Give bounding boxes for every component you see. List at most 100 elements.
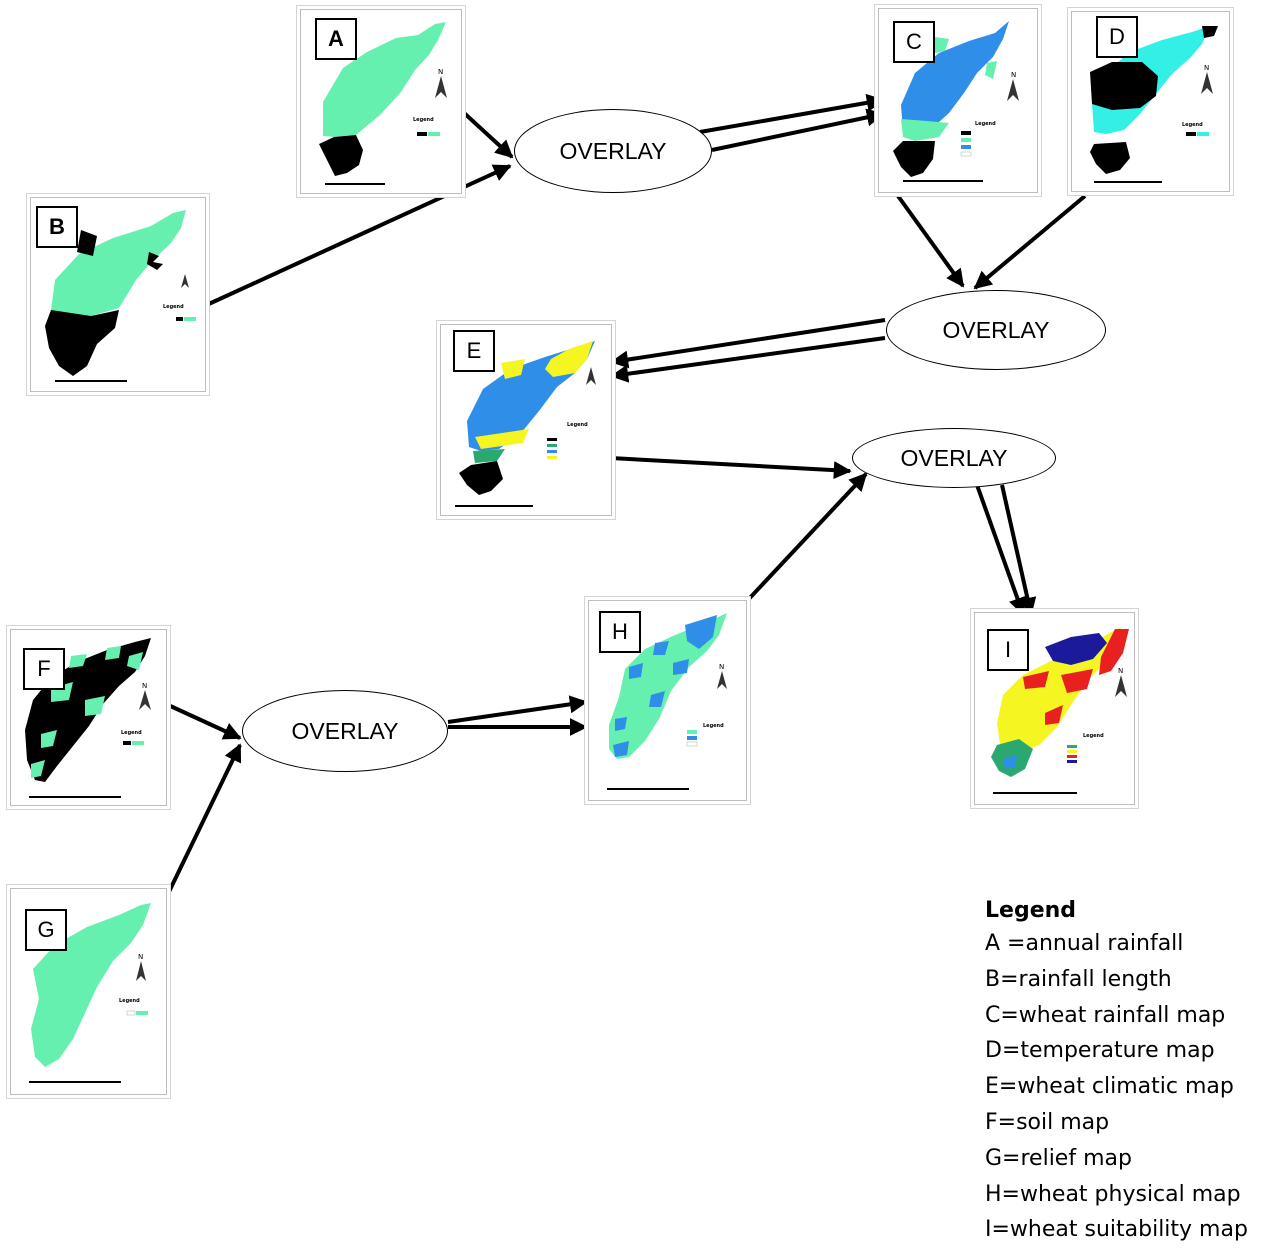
- map-a-label: A: [315, 18, 357, 60]
- map-e-label: E: [453, 330, 495, 372]
- map-d-temperature: N Legend D: [1071, 11, 1230, 192]
- north-arrow-icon: [586, 367, 596, 385]
- region-meet-one-condition: [473, 449, 505, 463]
- mini-legend-title: Legend: [975, 121, 996, 127]
- map-h-wheat-physical: N Legend H: [588, 600, 747, 801]
- arrow-a-to-overlay-1: [461, 110, 514, 159]
- region-red: [1061, 669, 1093, 693]
- north-arrow-icon: N: [136, 953, 146, 981]
- north-arrow-icon: N: [1115, 667, 1127, 697]
- mini-legend-title: Legend: [703, 723, 724, 729]
- map-c-label: C: [893, 21, 935, 63]
- arrow-f-to-overlay-4: [165, 702, 242, 740]
- north-arrow-icon: [181, 274, 189, 288]
- region-suitable: [51, 210, 186, 316]
- region-meet-two-conditions: [901, 21, 1009, 135]
- mini-legend-title: Legend: [119, 998, 140, 1004]
- mini-legend-title: Legend: [163, 304, 184, 310]
- region-red: [1045, 705, 1063, 725]
- svg-text:N: N: [1011, 71, 1016, 79]
- region-meet-two-conditions: [613, 741, 629, 757]
- region-not-suitable: [77, 230, 97, 256]
- region-suitable: [105, 646, 121, 660]
- svg-text:N: N: [138, 953, 143, 961]
- legend-title: Legend: [985, 898, 1077, 923]
- mini-legend-title: Legend: [413, 117, 434, 123]
- arrow-g-to-overlay-4: [163, 743, 242, 901]
- region-suitable: [85, 696, 105, 716]
- legend-item-g: G=relief map: [985, 1145, 1132, 1171]
- map-i-wheat-suitability: N Legend I: [974, 612, 1135, 805]
- svg-text:N: N: [438, 68, 443, 76]
- overlay-step-2: OVERLAY: [886, 290, 1106, 370]
- svg-text:N: N: [719, 663, 724, 671]
- region-not-suitable: [147, 252, 163, 270]
- map-c-wheat-rainfall: N Legend C: [878, 8, 1038, 193]
- region-suitable: [69, 654, 87, 668]
- arrow-d-to-overlay-2: [973, 194, 1087, 290]
- overlay-step-4: OVERLAY: [242, 690, 448, 772]
- north-arrow-icon: N: [1201, 64, 1213, 94]
- region-suitable: [41, 730, 57, 748]
- svg-text:N: N: [1204, 64, 1209, 72]
- north-arrow-icon: N: [717, 663, 727, 689]
- region-suitable: [323, 22, 446, 137]
- region-meet-three-conditions: [545, 341, 593, 377]
- region-not-suitable: [45, 310, 119, 376]
- north-arrow-icon: N: [1007, 71, 1019, 101]
- region-meet-three-conditions: [501, 359, 525, 379]
- legend: Legend A =annual rainfall B=rainfall len…: [985, 898, 1275, 1248]
- region-suitable: [31, 760, 45, 778]
- arrow-h-to-overlay-3: [744, 472, 868, 604]
- svg-text:N: N: [1118, 667, 1123, 675]
- north-arrow-icon: N: [139, 682, 151, 710]
- svg-text:N: N: [142, 682, 147, 690]
- north-arrow-icon: N: [435, 68, 447, 98]
- region-navy: [1045, 633, 1107, 665]
- arrow-overlay-4-to-h: [447, 695, 588, 736]
- region-blue: [1003, 755, 1017, 769]
- map-d-label: D: [1096, 16, 1138, 58]
- region-not-suitable: [893, 141, 935, 177]
- legend-item-a: A =annual rainfall: [985, 931, 1184, 956]
- mini-legend-title: Legend: [567, 422, 588, 428]
- region-meet-two-conditions: [673, 659, 689, 675]
- mini-legend-title: Legend: [1083, 733, 1104, 739]
- arrow-overlay-2-to-e: [610, 318, 886, 383]
- legend-item-b: B=rainfall length: [985, 966, 1172, 992]
- region-not-suitable: [1090, 62, 1158, 110]
- region-not-suitable: [319, 135, 363, 176]
- map-a-annual-rainfall: N Legend A: [300, 9, 462, 194]
- region-meet-two-conditions: [653, 641, 669, 655]
- map-g-relief: N Legend G: [10, 888, 167, 1095]
- region-not-suitable: [1090, 142, 1130, 174]
- map-b-rainfall-length: Legend B: [30, 197, 206, 392]
- region-meet-one-condition: [609, 613, 727, 759]
- mini-legend-title: Legend: [121, 730, 142, 736]
- legend-item-e: E=wheat climatic map: [985, 1074, 1234, 1100]
- region-red: [1099, 629, 1129, 675]
- map-i-label: I: [987, 629, 1029, 671]
- overlay-step-1: OVERLAY: [514, 109, 712, 193]
- arrow-e-to-overlay-3: [591, 455, 852, 480]
- region-not-suitable: [459, 461, 503, 495]
- arrow-overlay-1-to-c: [699, 93, 885, 152]
- region-meet-one-condition: [935, 37, 949, 53]
- region-meet-two-conditions: [685, 615, 717, 649]
- region-not-suitable: [1202, 26, 1218, 38]
- legend-item-h: H=wheat physical map: [985, 1181, 1241, 1207]
- map-f-soil: N Legend F: [10, 629, 167, 806]
- arrow-c-to-overlay-2: [896, 194, 965, 288]
- region-meet-one-condition: [985, 61, 997, 79]
- region-meet-three-conditions: [475, 429, 529, 449]
- map-g-label: G: [25, 909, 67, 951]
- region-meet-two-conditions: [649, 691, 665, 707]
- region-meet-two-conditions: [629, 663, 643, 679]
- legend-item-d: D=temperature map: [985, 1038, 1215, 1064]
- region-meet-one-condition: [901, 119, 949, 141]
- mini-legend-title: Legend: [1182, 122, 1203, 128]
- overlay-step-3: OVERLAY: [852, 428, 1056, 488]
- legend-item-i: I=wheat suitability map: [985, 1217, 1248, 1243]
- map-e-wheat-climatic: Legend E: [440, 324, 612, 516]
